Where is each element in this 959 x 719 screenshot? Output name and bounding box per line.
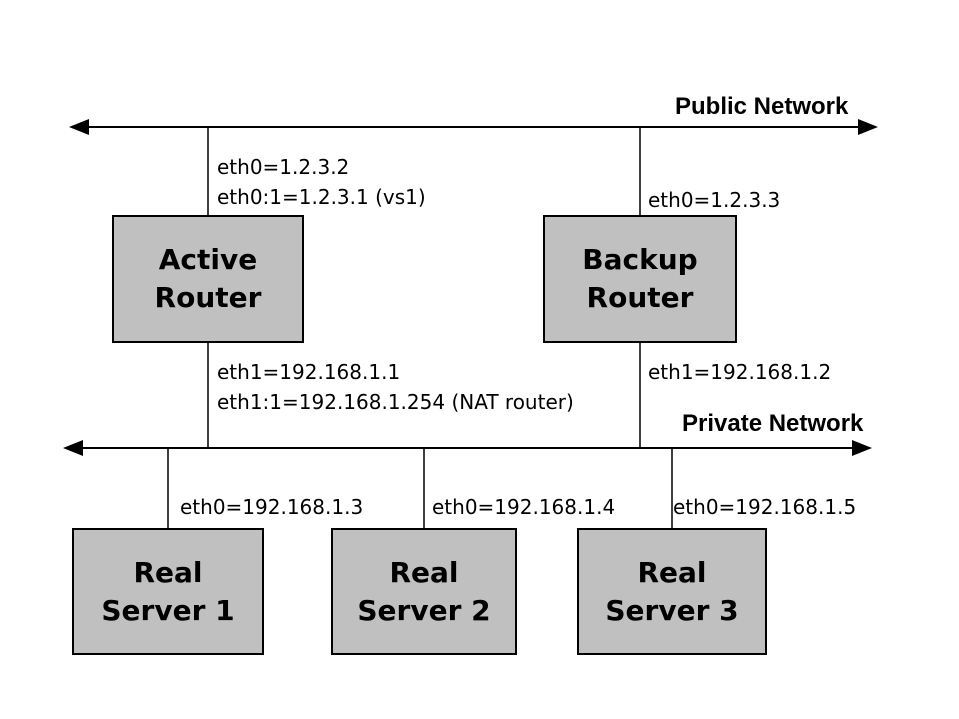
public-network-label: Public Network bbox=[675, 93, 849, 120]
public-network-right-arrowhead-icon bbox=[858, 119, 878, 135]
node-real-server-3: Real Server 3 bbox=[577, 528, 767, 655]
node-active-router: Active Router bbox=[112, 215, 304, 343]
iface-label-active-router-public: eth0=1.2.3.2 eth0:1=1.2.3.1 (vs1) bbox=[217, 155, 426, 209]
private-network-label: Private Network bbox=[682, 410, 864, 437]
real-server-1-label: Real Server 1 bbox=[101, 555, 235, 627]
iface-label-backup-router-public: eth0=1.2.3.3 bbox=[648, 188, 781, 212]
active-router-label: Active Router bbox=[154, 243, 262, 314]
iface-label-real-server-1: eth0=192.168.1.3 bbox=[180, 495, 364, 519]
iface-label-backup-router-private: eth1=192.168.1.2 bbox=[648, 360, 832, 384]
iface-label-active-router-private: eth1=192.168.1.1 eth1:1=192.168.1.254 (N… bbox=[217, 360, 574, 414]
backup-router-label: Backup Router bbox=[582, 243, 698, 314]
public-network-left-arrowhead-icon bbox=[69, 119, 89, 135]
private-network-left-arrowhead-icon bbox=[63, 440, 83, 456]
real-server-3-label: Real Server 3 bbox=[605, 555, 739, 627]
node-backup-router: Backup Router bbox=[543, 215, 737, 343]
real-server-2-label: Real Server 2 bbox=[357, 555, 491, 627]
node-real-server-2: Real Server 2 bbox=[331, 528, 517, 655]
iface-label-real-server-3: eth0=192.168.1.5 bbox=[673, 495, 857, 519]
private-network-right-arrowhead-icon bbox=[852, 440, 872, 456]
node-real-server-1: Real Server 1 bbox=[72, 528, 264, 655]
iface-label-real-server-2: eth0=192.168.1.4 bbox=[432, 495, 616, 519]
